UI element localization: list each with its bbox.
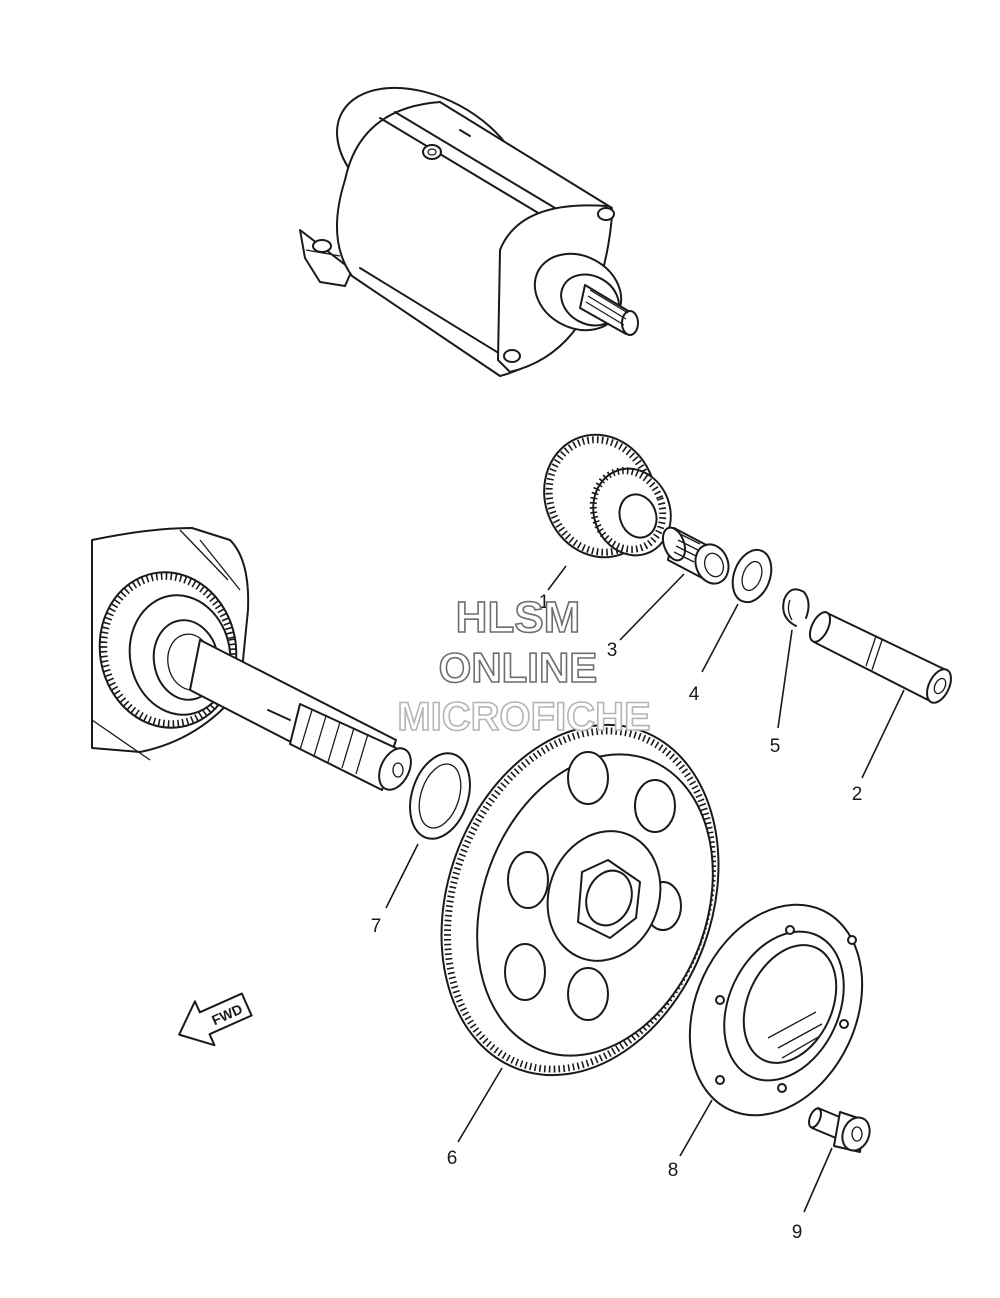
circlip-5 [782, 588, 810, 627]
callout-4: 4 [689, 684, 700, 705]
callout-labels: 1 2 3 4 5 6 7 8 9 [371, 592, 863, 1243]
washer-7 [409, 752, 471, 840]
fwd-arrow-icon: FWD [178, 992, 253, 1047]
watermark-line-2: ONLINE [439, 644, 598, 691]
leader-lines [385, 565, 905, 1213]
callout-8: 8 [668, 1160, 679, 1181]
callout-3: 3 [607, 640, 618, 661]
callout-1: 1 [539, 592, 550, 613]
callout-7: 7 [371, 916, 382, 937]
starter-wheel-gear [440, 723, 720, 1077]
idler-shaft [808, 611, 952, 704]
clutch-bolt [808, 1107, 871, 1153]
callout-5: 5 [770, 736, 781, 757]
crankshaft-assembly [91, 527, 412, 791]
washer-4 [731, 548, 773, 604]
one-way-clutch [688, 903, 864, 1117]
callout-2: 2 [852, 784, 863, 805]
watermark-line-3: MICROFICHE [397, 695, 650, 739]
idler-gear [543, 433, 672, 559]
needle-bearing [661, 526, 730, 585]
callout-6: 6 [447, 1148, 458, 1169]
starter-motor [299, 86, 639, 377]
callout-9: 9 [792, 1222, 803, 1243]
watermark-line-1: HLSM [456, 593, 581, 642]
watermark: HLSM ONLINE MICROFICHE [397, 592, 652, 740]
